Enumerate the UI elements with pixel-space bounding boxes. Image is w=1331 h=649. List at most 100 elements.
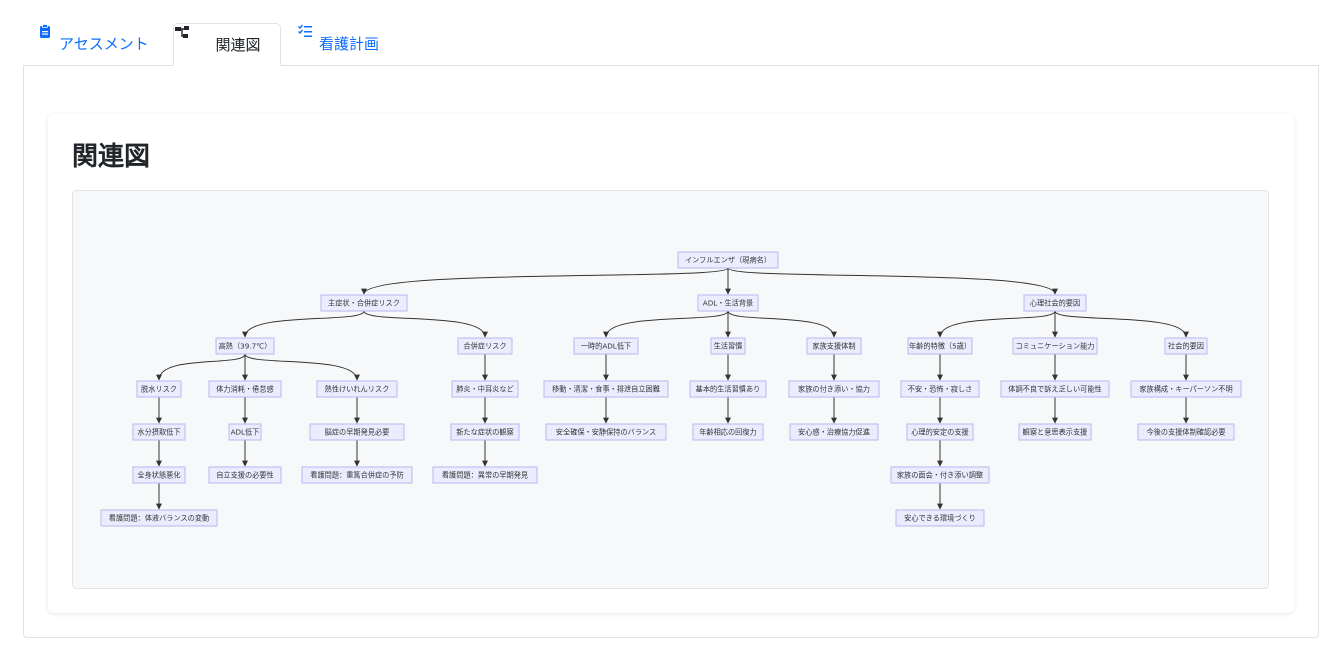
diagram-edge — [603, 310, 729, 338]
diagram-node: 今後の支援体制確認必要 — [1137, 423, 1235, 441]
diagram-edge — [361, 267, 729, 295]
diagram-node-label: 生活習慣 — [714, 342, 743, 351]
diagram-node-label: 年齢的特徴（5歳） — [909, 342, 971, 351]
diagram-node-box — [697, 294, 759, 312]
diagram-node: 社会的要因 — [1164, 337, 1208, 355]
diagram-node-box — [788, 380, 880, 398]
diagram-node-label: 基本的生活習慣あり — [696, 385, 761, 394]
diagram-node-label: 心理社会的要因 — [1030, 299, 1080, 308]
diagram-node: 看護問題：体液バランスの変動 — [100, 509, 218, 527]
diagram-node-label: 体調不良で訴え乏しい可能性 — [1008, 385, 1101, 394]
diagram-node-box — [136, 380, 182, 398]
diagram-node: ADL低下 — [228, 423, 262, 441]
diagram-node: 一時的ADL低下 — [573, 337, 639, 355]
diagram-node-box — [100, 509, 218, 527]
diagram-node: 主症状・合併症リスク — [320, 294, 408, 312]
diagram-edge — [156, 353, 246, 381]
diagram-node-label: コミュニケーション能力 — [1016, 342, 1095, 351]
diagram-edge — [937, 310, 1056, 338]
sitemap-icon — [175, 26, 209, 53]
diagram-edge — [363, 310, 488, 338]
diagram-node: ADL・生活背景 — [697, 294, 759, 312]
tab-label: 看護計画 — [319, 35, 380, 53]
diagram-node: 心理社会的要因 — [1023, 294, 1087, 312]
diagram-node-label: 新たな症状の観察 — [456, 428, 514, 437]
diagram-node-box — [806, 337, 862, 355]
tab-bar: アセスメント 関連図 看護計画 — [23, 23, 1319, 66]
diagram-node-box — [432, 466, 538, 484]
diagram-node-box — [895, 509, 985, 527]
diagram-node-label: 看護問題：重篤合併症の予防 — [310, 471, 403, 480]
diagram-node-box — [450, 423, 520, 441]
diagram-node: 肺炎・中耳炎など — [451, 380, 519, 398]
tab-relation-diagram[interactable]: 関連図 — [173, 23, 281, 66]
diagram-node-box — [789, 423, 879, 441]
diagram-node-box — [1018, 423, 1092, 441]
diagram-node-label: 安心感・治療協力促進 — [798, 428, 870, 437]
diagram-node: 脱水リスク — [136, 380, 182, 398]
diagram-node-box — [228, 423, 262, 441]
diagram-node-box — [545, 423, 667, 441]
diagram-node-box — [1023, 294, 1087, 312]
diagram-node: インフルエンザ（現病名） — [677, 251, 779, 269]
diagram-node: 高熱（39.7℃） — [215, 337, 275, 355]
diagram-node-box — [900, 380, 980, 398]
diagram-node-box — [689, 380, 767, 398]
diagram-node-label: 家族の付き添い・協力 — [798, 385, 870, 394]
diagram-node-label: 観察と意思表示支援 — [1023, 428, 1088, 437]
diagram-node: コミュニケーション能力 — [1012, 337, 1098, 355]
tab-label: 関連図 — [215, 36, 261, 54]
diagram-node-label: 合併症リスク — [463, 342, 506, 351]
diagram-node-label: 脳症の早期発見必要 — [325, 428, 390, 437]
list-check-icon — [297, 24, 313, 52]
diagram-node-label: 看護問題：異常の早期発見 — [442, 471, 528, 480]
diagram-node-box — [1130, 380, 1242, 398]
diagram-node-box — [677, 251, 779, 269]
diagram-node: 家族支援体制 — [806, 337, 862, 355]
diagram-node-box — [208, 466, 282, 484]
diagram-node-label: 脱水リスク — [141, 385, 177, 394]
diagram-edge — [242, 310, 365, 338]
diagram-node: 熱性けいれんリスク — [316, 380, 398, 398]
diagram-node-box — [692, 423, 764, 441]
diagram-node-box — [208, 380, 282, 398]
diagram-node-box — [132, 466, 186, 484]
diagram-node-box — [132, 423, 186, 441]
diagram-node-box — [301, 466, 413, 484]
diagram-node-label: 水分摂取低下 — [137, 428, 180, 437]
diagram-node: 新たな症状の観察 — [450, 423, 520, 441]
diagram-node-label: 心理的安定の支援 — [911, 428, 969, 437]
diagram-node: 体力消耗・倦怠感 — [208, 380, 282, 398]
diagram-node-box — [543, 380, 669, 398]
diagram-node: 看護問題：異常の早期発見 — [432, 466, 538, 484]
diagram-node-label: インフルエンザ（現病名） — [685, 256, 771, 265]
diagram-node-box — [316, 380, 398, 398]
diagram-node: 合併症リスク — [457, 337, 513, 355]
diagram-node-label: 家族の面会・付き添い調整 — [897, 471, 983, 480]
tab-assessment[interactable]: アセスメント — [37, 23, 157, 64]
diagram-node-label: 社会的要因 — [1168, 342, 1204, 351]
diagram-node: 脳症の早期発見必要 — [309, 423, 405, 441]
diagram-node: 生活習慣 — [710, 337, 746, 355]
diagram-edge — [244, 353, 360, 381]
tab-label: アセスメント — [59, 35, 149, 53]
diagram-node-box — [1000, 380, 1110, 398]
diagram-node-label: 高熱（39.7℃） — [219, 342, 272, 351]
diagram-node-label: 熱性けいれんリスク — [325, 385, 390, 394]
card-title: 関連図 — [72, 142, 151, 172]
diagram-node-box — [451, 380, 519, 398]
diagram-node-label: 今後の支援体制確認必要 — [1146, 428, 1225, 437]
diagram-node-label: ADL・生活背景 — [703, 299, 753, 308]
tab-content-panel — [23, 65, 1319, 638]
diagram-node-label: 全身状態悪化 — [137, 471, 180, 480]
diagram-node: 家族の面会・付き添い調整 — [890, 466, 990, 484]
diagram-node-label: 肺炎・中耳炎など — [456, 385, 514, 394]
diagram-node: 移動・清潔・食事・排泄自立困難 — [543, 380, 669, 398]
tab-nursing-plan[interactable]: 看護計画 — [297, 23, 397, 64]
diagram-node-label: 一時的ADL低下 — [581, 342, 631, 351]
diagram-node-label: 主症状・合併症リスク — [328, 299, 400, 308]
diagram-node-label: 安全確保・安静保持のバランス — [556, 428, 656, 437]
diagram-edge — [727, 310, 837, 338]
diagram-node: 観察と意思表示支援 — [1018, 423, 1092, 441]
